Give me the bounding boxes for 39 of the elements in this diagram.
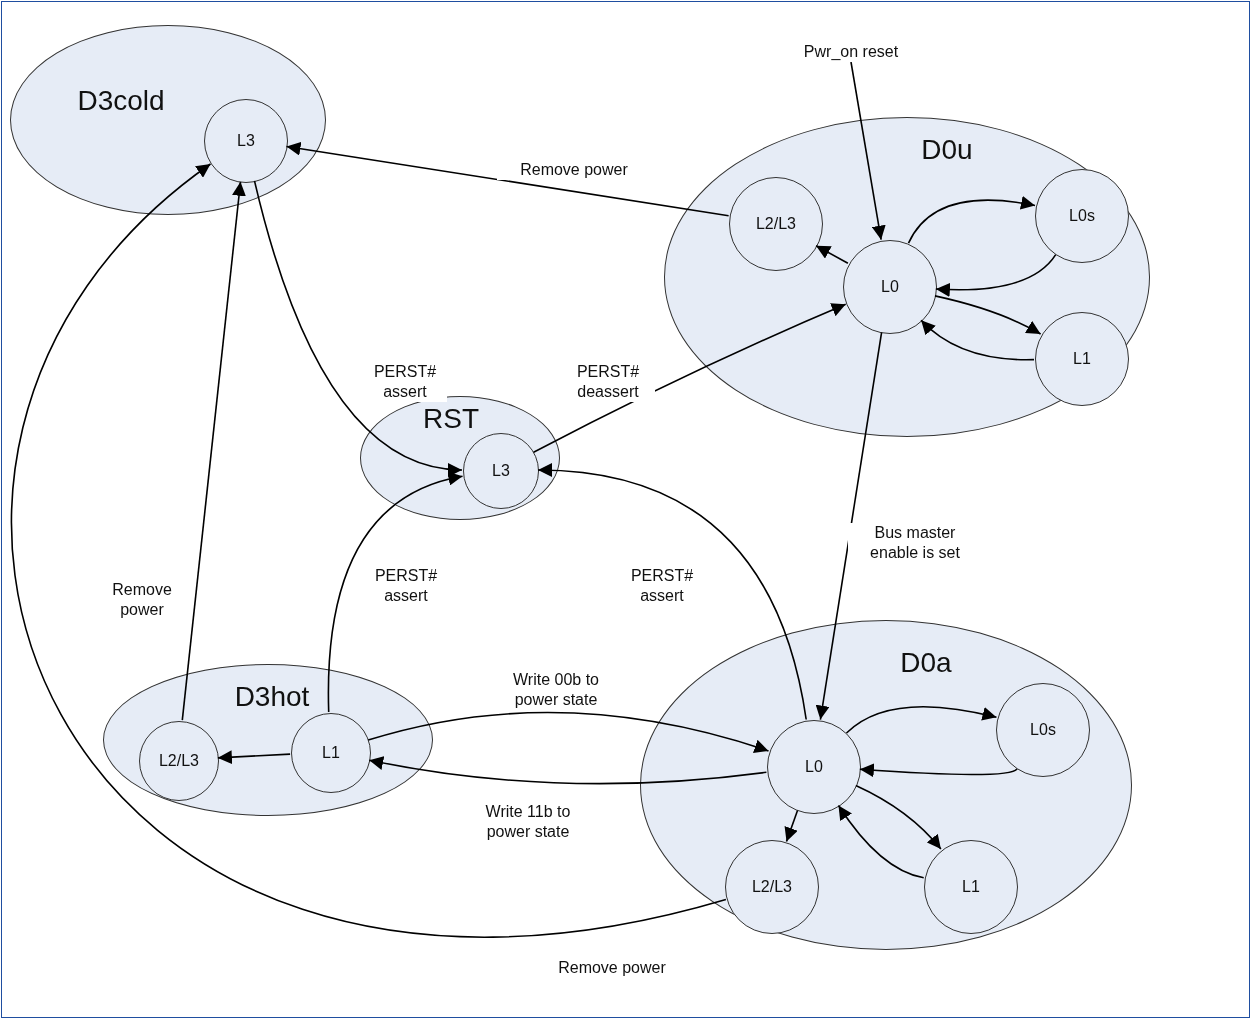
group-title: D0a [900, 647, 952, 679]
arrow [935, 253, 1057, 297]
state-label: L1 [1073, 350, 1091, 368]
state-label: L2/L3 [755, 215, 796, 233]
state-circle [996, 683, 1090, 777]
group-title: D3hot [234, 681, 310, 713]
arrow [327, 472, 464, 713]
group-title: D0u [921, 134, 973, 166]
state-label: L2/L3 [158, 752, 199, 770]
arrow [815, 244, 849, 265]
arrow [181, 181, 246, 721]
arrow [537, 463, 807, 721]
state-label: L1 [322, 744, 340, 762]
state-label: L0s [1030, 721, 1056, 739]
state-label: L2/L3 [751, 878, 792, 896]
state-label: L3 [237, 132, 255, 150]
state-label: L0s [1069, 207, 1095, 225]
arrow [815, 331, 883, 721]
arrow [217, 750, 291, 765]
group-title: D3cold [77, 85, 165, 117]
arrow [532, 303, 847, 454]
arrow [934, 295, 1042, 335]
state-label: L1 [962, 878, 980, 896]
arrow [367, 711, 770, 754]
arrow [907, 196, 1036, 244]
arrow [784, 809, 799, 843]
arrow [920, 319, 1035, 361]
arrow [253, 180, 463, 476]
state-label: L3 [492, 462, 510, 480]
group-title: RST [423, 403, 479, 435]
state-label: L0 [805, 758, 823, 776]
arrow [850, 61, 886, 241]
arrow [285, 141, 730, 217]
arrow [855, 784, 942, 850]
arrow [845, 705, 998, 734]
state-label: L0 [881, 278, 899, 296]
arrow [368, 756, 768, 785]
arrow [859, 763, 1018, 778]
arrow [837, 804, 925, 879]
